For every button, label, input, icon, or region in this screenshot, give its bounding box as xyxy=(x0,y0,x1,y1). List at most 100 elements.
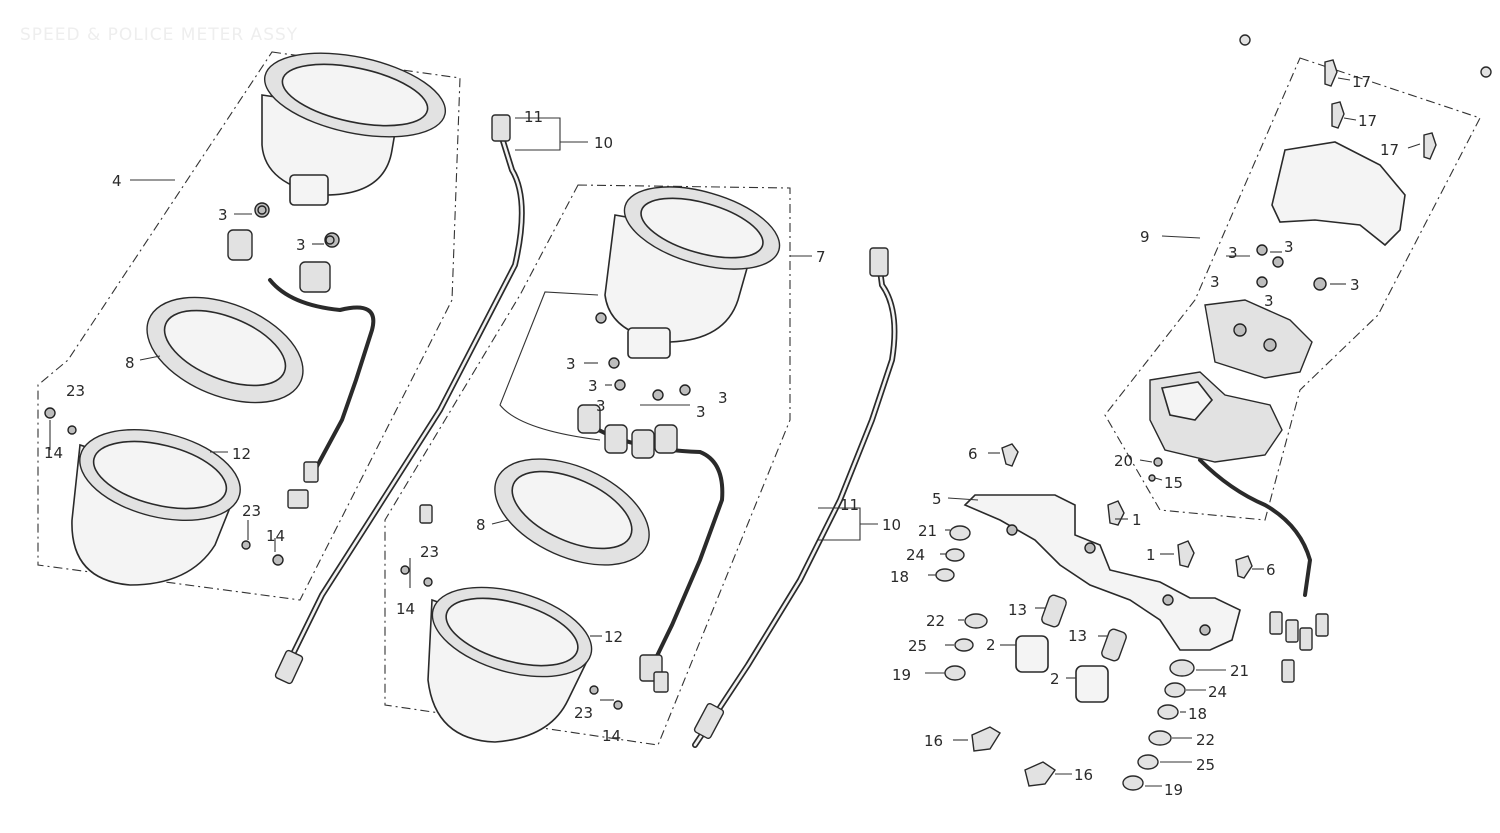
assembly-left xyxy=(37,51,461,601)
cable-end-top-left xyxy=(491,114,511,142)
callout-2a: 2 xyxy=(986,636,996,654)
callout-11a: 11 xyxy=(524,108,543,126)
callout-24a: 24 xyxy=(906,546,925,564)
callout-16b: 16 xyxy=(1074,766,1093,784)
callout-1a: 1 xyxy=(1132,511,1142,529)
cable-end-bottom-right xyxy=(693,703,725,739)
callout-16a: 16 xyxy=(924,732,943,750)
callout-10a: 10 xyxy=(594,134,613,152)
screw-3g xyxy=(679,384,691,396)
callout-3i: 3 xyxy=(1284,238,1294,256)
assembly-middle xyxy=(384,184,791,746)
screw-17c xyxy=(1423,132,1437,160)
callout-23c: 23 xyxy=(420,543,439,561)
screw-3d xyxy=(608,357,620,369)
cushion-21a xyxy=(949,525,971,541)
callout-11b: 11 xyxy=(840,496,859,514)
bolt-6b xyxy=(1235,555,1253,579)
meter-stay-bracket xyxy=(963,494,1241,651)
callouts: 4 3 3 8 23 14 12 23 14 11 10 7 3 3 3 3 3… xyxy=(44,73,1399,799)
washer-14a xyxy=(67,425,77,435)
screw-3h xyxy=(1256,244,1268,256)
callout-12b: 12 xyxy=(604,628,623,646)
screw-17a xyxy=(1324,59,1338,87)
callout-13b: 13 xyxy=(1068,627,1087,645)
collar-25b xyxy=(1137,754,1159,770)
screw-3b xyxy=(325,235,335,245)
washer-14b xyxy=(272,554,284,566)
meter-case-left xyxy=(71,428,241,586)
wiring-harness-right xyxy=(1198,458,1313,597)
cable-end-bottom-left xyxy=(274,649,304,685)
diagram-title: SPEED & POLICE METER ASSY xyxy=(20,25,298,45)
callout-17b: 17 xyxy=(1358,112,1377,130)
band-15 xyxy=(1148,474,1156,482)
callout-3a: 3 xyxy=(218,206,228,224)
bulb-sockets-middle xyxy=(577,404,678,459)
callout-18a: 18 xyxy=(890,568,909,586)
callout-1b: 1 xyxy=(1146,546,1156,564)
callout-9: 9 xyxy=(1140,228,1150,246)
meter-case-middle xyxy=(427,586,593,743)
connectors-right xyxy=(1269,611,1329,683)
callout-14a: 14 xyxy=(44,444,63,462)
assembly-left-outline xyxy=(37,51,461,601)
callout-13a: 13 xyxy=(1008,601,1027,619)
callout-2b: 2 xyxy=(1050,670,1060,688)
mark-top-1 xyxy=(1239,34,1251,46)
screw-3j xyxy=(1313,277,1327,291)
washer-24b xyxy=(1164,682,1186,698)
cushion-21b xyxy=(1169,659,1195,677)
wiring-harness-left xyxy=(268,278,376,472)
switch-unit xyxy=(1149,371,1283,463)
police-meter-body xyxy=(604,186,781,359)
callout-10b: 10 xyxy=(882,516,901,534)
bolt-13a xyxy=(1041,594,1067,628)
washer-24a xyxy=(945,548,965,562)
callout-8b: 8 xyxy=(476,516,486,534)
callout-3c: 3 xyxy=(566,355,576,373)
clip-20 xyxy=(1153,457,1163,467)
screw-17b xyxy=(1331,101,1345,129)
callout-23d: 23 xyxy=(574,704,593,722)
mark-top-2 xyxy=(1480,66,1492,78)
bolt-16a xyxy=(971,726,1001,752)
pilot-lamp-housing xyxy=(1204,299,1313,379)
callout-22b: 22 xyxy=(1196,731,1215,749)
cushion-22b xyxy=(1148,730,1172,746)
callout-25b: 25 xyxy=(1196,756,1215,774)
speedometer-body xyxy=(261,52,447,206)
bulb-socket-left xyxy=(227,202,340,293)
callout-21a: 21 xyxy=(918,522,937,540)
screw-3k xyxy=(1256,276,1268,288)
callout-3l: 3 xyxy=(1350,276,1360,294)
leader-lines xyxy=(49,77,1421,787)
terminal-middle xyxy=(653,671,669,693)
callout-19a: 19 xyxy=(892,666,911,684)
washer-14c xyxy=(423,577,433,587)
callout-8a: 8 xyxy=(125,354,135,372)
callout-3d: 3 xyxy=(588,377,598,395)
screw-3a xyxy=(257,205,267,215)
cable-assembly-right xyxy=(692,247,898,748)
screw-3i xyxy=(1272,256,1284,268)
callout-12a: 12 xyxy=(232,445,251,463)
bolt-1a xyxy=(1107,500,1125,526)
washer-14d xyxy=(613,700,623,710)
assembly-right-outline xyxy=(1104,57,1481,521)
callout-4: 4 xyxy=(112,172,122,190)
callout-14b: 14 xyxy=(266,527,285,545)
callout-14c: 14 xyxy=(396,600,415,618)
rubber-2a xyxy=(1015,635,1049,673)
bracket-frame-middle xyxy=(499,291,601,441)
callout-21b: 21 xyxy=(1230,662,1249,680)
cable-clip-left xyxy=(419,504,433,524)
bolt-16b xyxy=(1024,761,1056,787)
callout-3e: 3 xyxy=(596,397,606,415)
meter-ring-left xyxy=(146,296,304,404)
mount-hardware xyxy=(935,443,1253,791)
callout-3h: 3 xyxy=(1228,244,1238,262)
bolt-6a xyxy=(1001,443,1019,467)
